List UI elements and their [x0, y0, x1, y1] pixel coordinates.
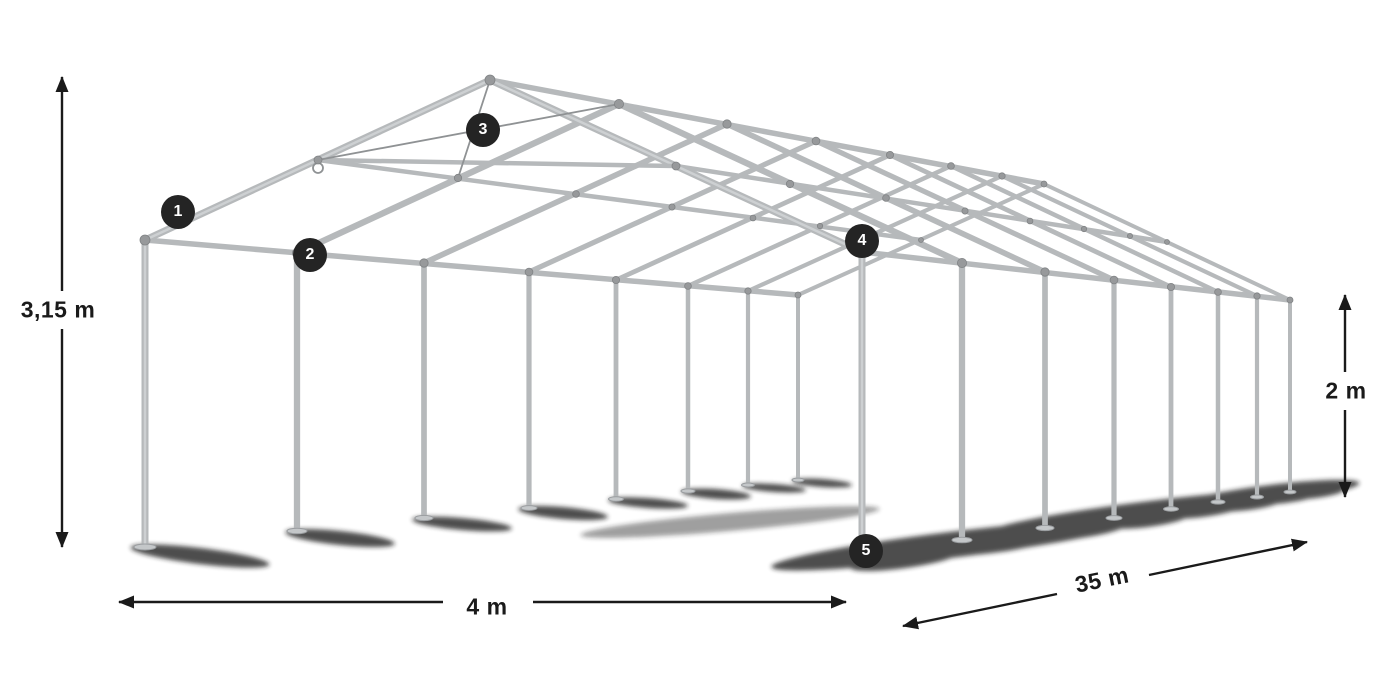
ground-shadow-layer: [130, 478, 1360, 572]
front-gable-frame: [141, 76, 866, 554]
left-eave-purlin: [142, 237, 801, 298]
length-arrow: [902, 538, 1308, 630]
right-eave-purlin: [859, 249, 1293, 303]
part-marker-2-label: 2: [305, 246, 315, 263]
dimension-arrows: [55, 76, 1352, 630]
part-marker-1-label: 1: [173, 203, 183, 220]
part-marker-4-label: 4: [857, 232, 867, 249]
part-marker-4[interactable]: 4: [845, 224, 879, 258]
part-marker-3-label: 3: [478, 121, 488, 138]
frame-layer: [133, 74, 1297, 558]
part-marker-3[interactable]: 3: [466, 113, 500, 147]
gable-crossbar: [315, 157, 679, 169]
width-label: 4 m: [466, 593, 508, 620]
part-marker-1[interactable]: 1: [161, 195, 195, 229]
pulley-ring: [312, 162, 324, 174]
ridge-height-label: 3,15 m: [20, 296, 96, 323]
part-marker-5[interactable]: 5: [849, 534, 883, 568]
part-marker-5-label: 5: [861, 542, 871, 559]
side-height-label: 2 m: [1325, 377, 1367, 404]
part-marker-2[interactable]: 2: [293, 238, 327, 272]
roof-rafters: [293, 100, 1292, 302]
ridge-tube: [487, 77, 1047, 187]
